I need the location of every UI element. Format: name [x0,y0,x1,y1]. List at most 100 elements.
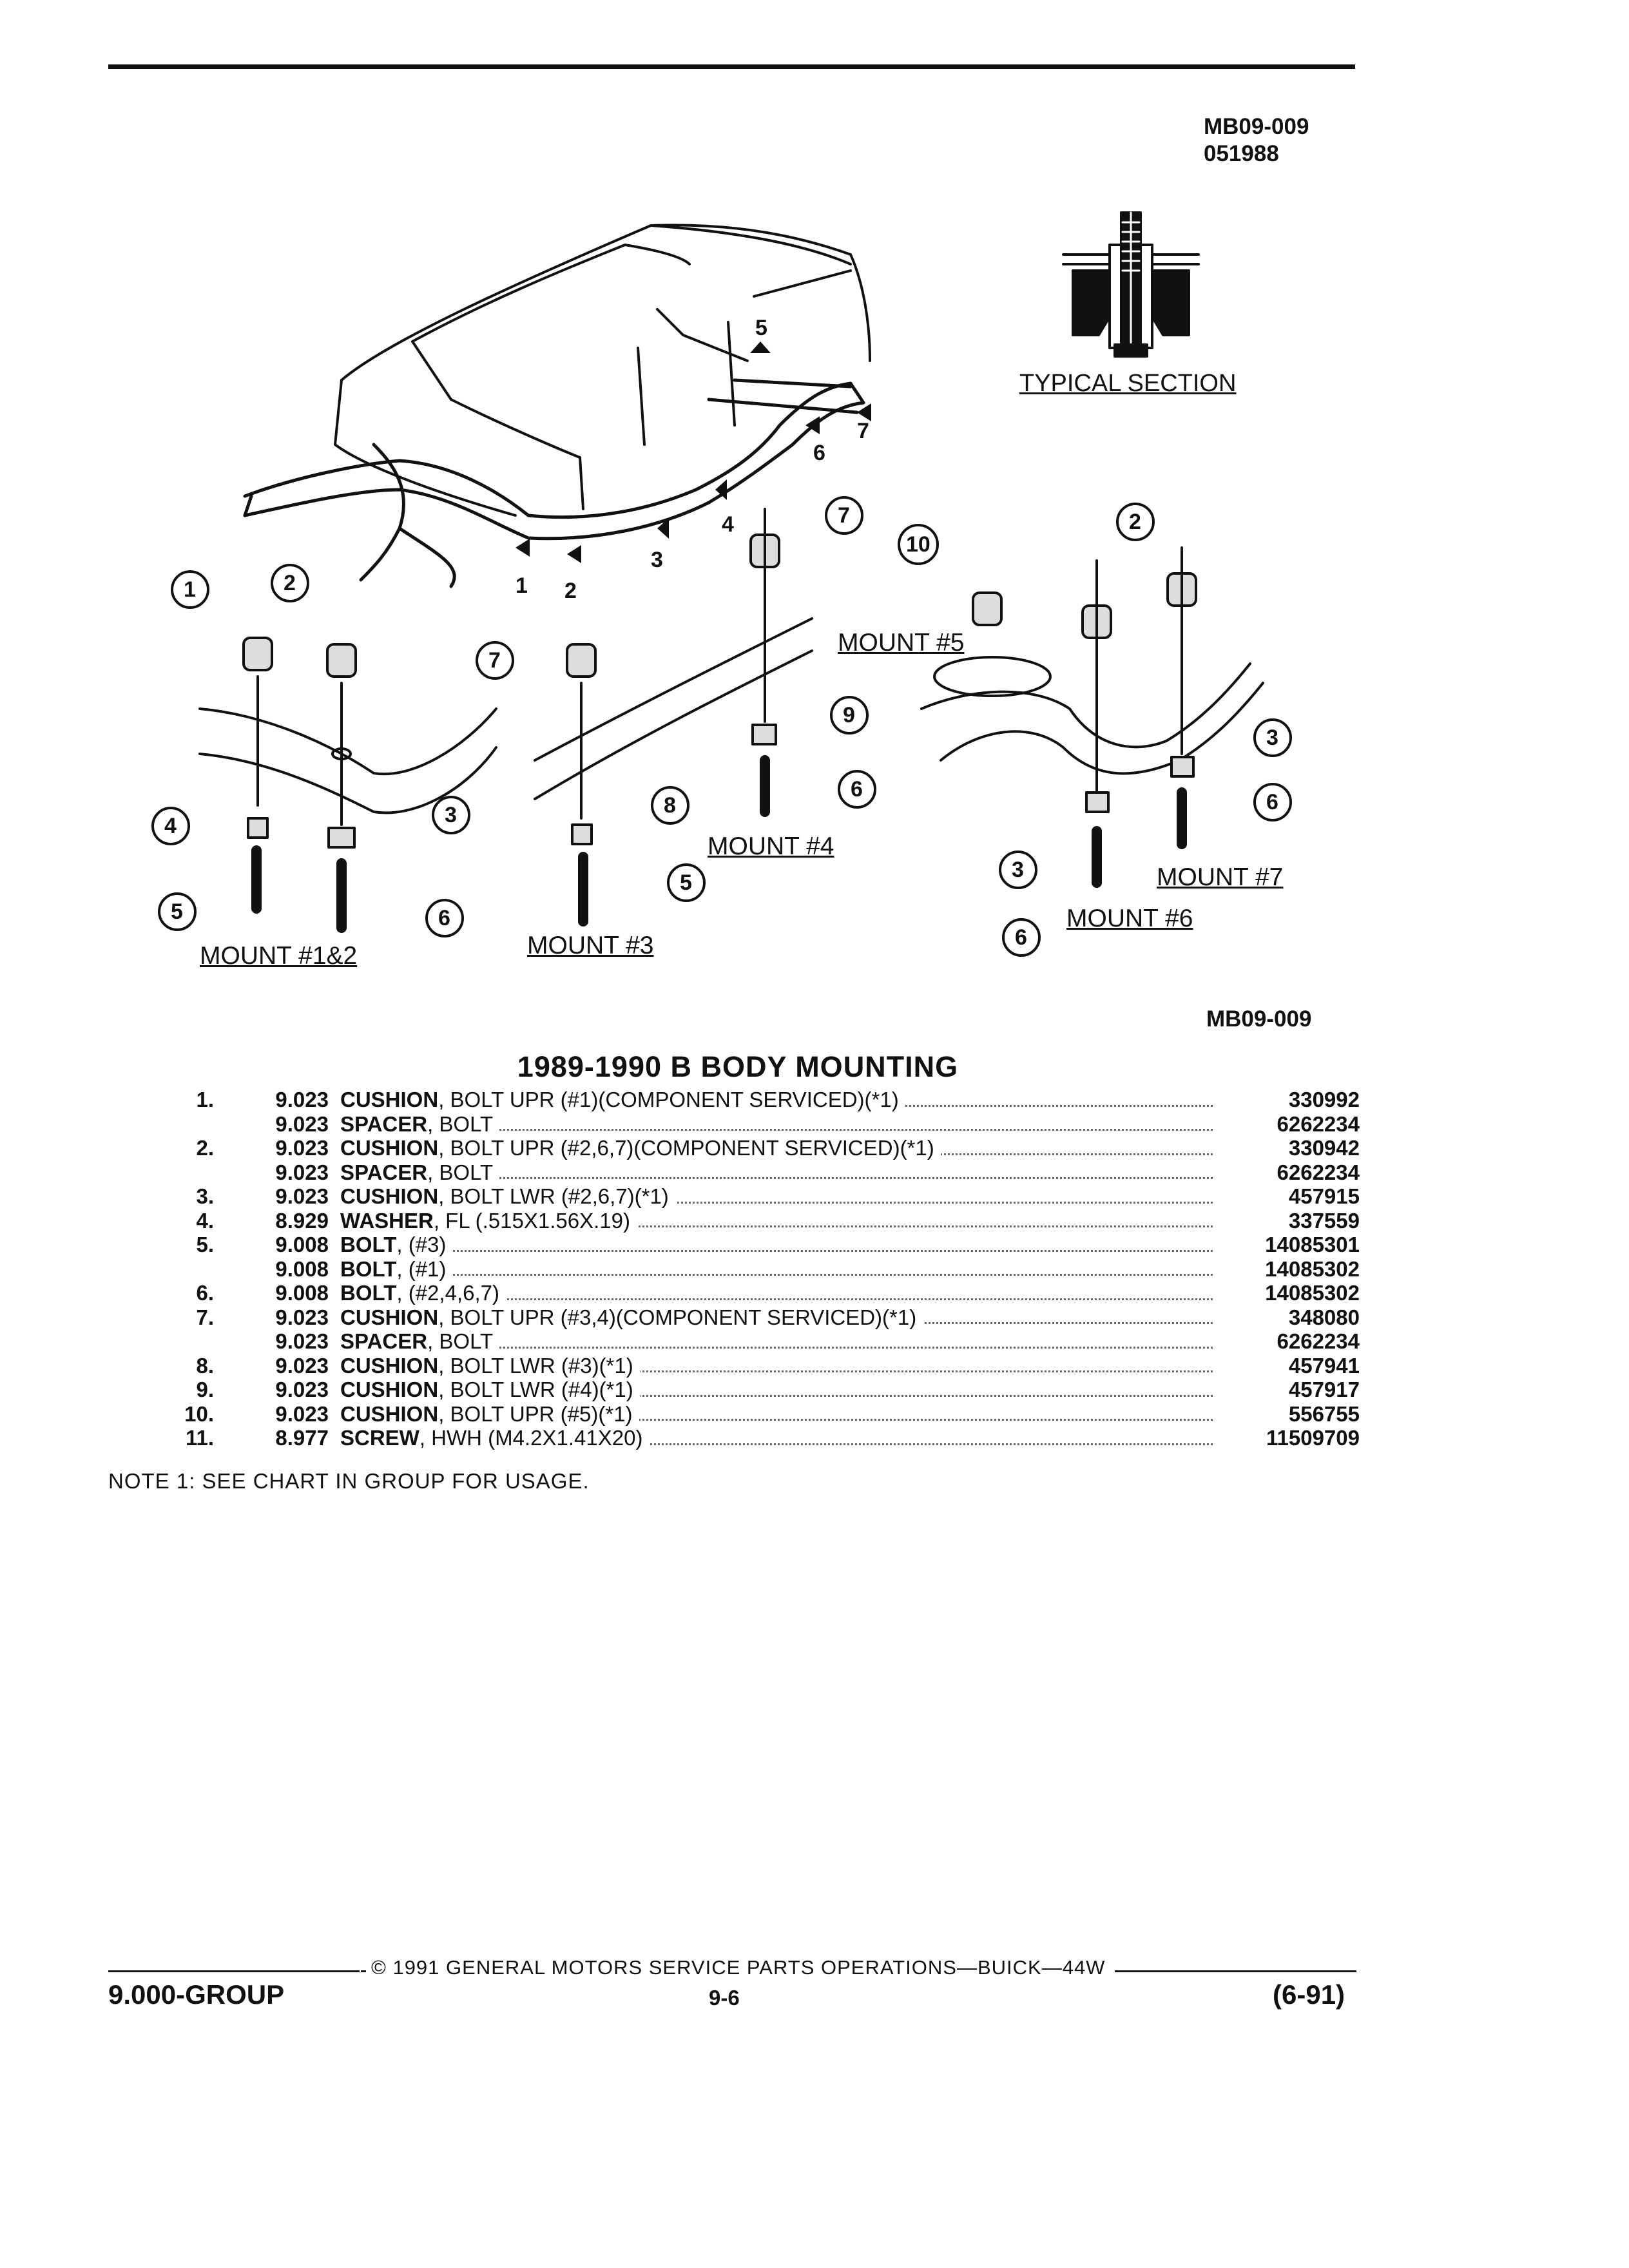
item-number: 9. [196,1378,214,1401]
part-name: SPACER [340,1111,428,1136]
callout-6c: 6 [1266,790,1278,814]
document-id: MB09-009 [1204,114,1309,139]
part-number: 14085302 [1265,1256,1360,1281]
mount-3-label: MOUNT #3 [527,932,654,959]
typical-section-drawing [1062,211,1200,359]
part-detail: , FL (.515X1.56X.19) [433,1208,630,1233]
callout-8: 8 [664,793,676,818]
item-number: 2. [196,1136,214,1160]
diagram-reference-id: MB09-009 [1206,1006,1312,1032]
document-id-block: MB09-009 051988 [1204,113,1309,168]
frame-num-1: 1 [516,573,528,598]
callout-5: 5 [171,899,183,924]
part-detail: , BOLT [427,1329,494,1353]
part-name: WASHER [340,1208,434,1233]
footer-group: 9.000-GROUP [108,1979,285,2010]
part-name: CUSHION [340,1378,439,1401]
callout-6: 6 [438,906,450,930]
mount-3-4-drawing [534,508,813,927]
mount-1-2-label: MOUNT #1&2 [200,942,358,970]
part-detail: , BOLT LWR (#3)(*1) [438,1353,633,1378]
item-number: 7. [196,1305,214,1329]
part-name: CUSHION [340,1136,439,1160]
mount-5-label: MOUNT #5 [838,629,965,657]
part-description: SPACER, BOLT [340,1329,1224,1354]
footer-date-code: (6-91) [1273,1979,1345,2010]
mount-6-label: MOUNT #6 [1066,905,1193,932]
part-description: SCREW, HWH (M4.2X1.41X20) [340,1426,1224,1450]
frame-callout-arrows [516,341,871,563]
mount-4-label: MOUNT #4 [708,832,834,860]
part-name: CUSHION [340,1184,439,1208]
group-number: 8.929 [275,1208,329,1233]
group-number: 9.023 [275,1184,329,1208]
part-number: 330942 [1288,1136,1360,1160]
callout-3c: 3 [1012,858,1024,882]
part-number: 337559 [1288,1208,1360,1233]
part-number: 556755 [1288,1401,1360,1426]
item-number: 11. [185,1426,214,1450]
top-rule [108,64,1355,69]
part-detail: , BOLT LWR (#2,6,7)(*1) [438,1184,669,1208]
frame-num-6: 6 [813,441,825,465]
group-number: 9.008 [275,1281,329,1305]
part-name: BOLT [340,1281,397,1305]
callout-6b: 6 [851,777,863,802]
mount-1-2-drawing [198,637,497,933]
part-number: 6262234 [1277,1329,1360,1353]
item-number: 1. [196,1088,214,1111]
part-detail: , (#3) [396,1233,447,1256]
part-name: SPACER [340,1160,428,1184]
part-number: 330992 [1288,1088,1360,1111]
item-number: 8. [196,1353,214,1378]
part-number: 457941 [1288,1353,1360,1378]
frame-num-2: 2 [564,579,577,603]
part-description: CUSHION, BOLT UPR (#3,4)(COMPONENT SERVI… [340,1305,1224,1330]
footer-rule-right [1115,1970,1356,1972]
group-number: 9.023 [275,1378,329,1401]
callout-9: 9 [843,703,855,727]
part-name: BOLT [340,1233,397,1256]
callout-2: 2 [284,571,296,595]
part-number: 457917 [1288,1378,1360,1401]
mount-5-6-7-drawing [920,546,1264,888]
part-detail: , BOLT [427,1160,494,1184]
callout-7: 7 [488,648,501,673]
part-detail: , HWH (M4.2X1.41X20) [419,1426,643,1450]
mount-7-label: MOUNT #7 [1157,863,1284,891]
page-number: 9-6 [709,1986,740,2010]
part-detail: , (#2,4,6,7) [396,1281,499,1305]
callout-3: 3 [445,803,457,827]
parts-row: 7. 9.023 CUSHION, BOLT UPR (#3,4)(COMPONEN… [161,1305,1360,1330]
item-number: 4. [196,1208,214,1233]
part-detail: , BOLT UPR (#2,6,7)(COMPONENT SERVICED)(… [438,1136,934,1160]
item-number: 6. [196,1281,214,1305]
frame-num-7: 7 [857,419,869,443]
callout-1: 1 [184,577,196,602]
part-description: CUSHION, BOLT UPR (#2,6,7)(COMPONENT SER… [340,1136,1224,1160]
usage-note: NOTE 1: SEE CHART IN GROUP FOR USAGE. [108,1469,590,1493]
part-detail: , (#1) [396,1256,447,1281]
group-number: 9.023 [275,1305,329,1329]
part-number: 14085301 [1265,1233,1360,1256]
frame-num-3: 3 [651,548,663,572]
parts-list-title: 1989-1990 B BODY MOUNTING [517,1050,959,1083]
part-description: SPACER, BOLT [340,1160,1224,1185]
part-description: BOLT, (#1) [340,1256,1224,1282]
parts-row: 4. 8.929 WASHER, FL (.515X1.56X.19) 337559 [161,1208,1360,1233]
footer-copyright: © 1991 GENERAL MOTORS SERVICE PARTS OPER… [371,1956,1106,1979]
part-detail: , BOLT UPR (#1)(COMPONENT SERVICED)(*1) [438,1088,899,1111]
part-number: 6262234 [1277,1160,1360,1184]
part-number: 348080 [1288,1305,1360,1329]
part-description: SPACER, BOLT [340,1111,1224,1137]
part-description: CUSHION, BOLT LWR (#3)(*1) [340,1353,1224,1378]
callout-3b: 3 [1266,726,1278,750]
